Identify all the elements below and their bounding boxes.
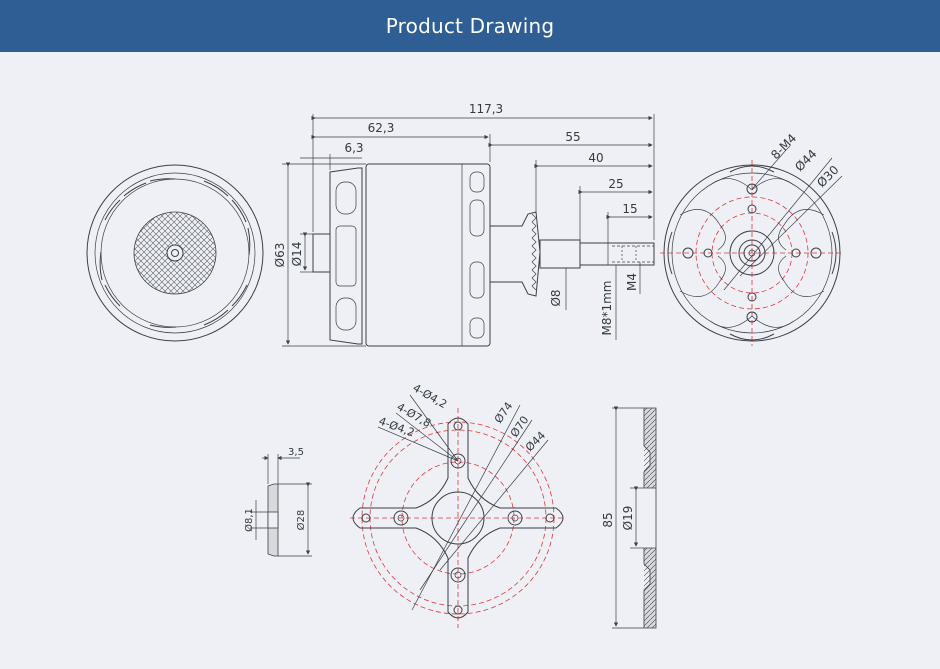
x-mount-holes: [361, 421, 555, 615]
dim-collet-outer: Ø28: [295, 510, 307, 531]
dim-body-diameter: Ø63: [273, 243, 287, 268]
technical-drawing: 117,3 62,3 6,3 55 40 25 15 Ø63: [0, 52, 940, 665]
dim-mount-height: 85: [601, 512, 615, 527]
dim-body-length: 62,3: [368, 121, 395, 135]
page-title: Product Drawing: [385, 14, 555, 38]
header-banner: Product Drawing: [0, 0, 940, 52]
rear-cooling-slots: [99, 178, 251, 328]
dim-15: 15: [622, 202, 637, 216]
dim-thread: M8*1mm: [600, 280, 614, 335]
side-dimensions: 117,3 62,3 6,3 55 40 25 15 Ø63: [273, 102, 655, 347]
collet-view: 3,5 Ø8,1 Ø28: [243, 447, 312, 557]
dim-rear-boss: Ø14: [290, 242, 304, 267]
dim-mount-bore: Ø19: [621, 506, 635, 531]
rear-view: [86, 164, 264, 342]
dim-shaft-diameter: Ø8: [549, 289, 563, 306]
dim-collet-inner: Ø8,1: [243, 508, 255, 532]
mount-side-view: 85 Ø19: [601, 406, 657, 629]
dim-overall-length: 117,3: [469, 102, 503, 116]
dim-collet-thickness: 3,5: [288, 447, 304, 458]
label-8-m4: 8-M4: [768, 131, 799, 162]
x-mount-view: 4-Ø4,2 4-Ø7,8 4-Ø4,2 Ø74 Ø70 Ø44: [350, 381, 566, 628]
label-mount-hole-a: 4-Ø4,2: [411, 381, 450, 411]
label-mount-44: Ø44: [523, 429, 548, 454]
label-front-30: Ø30: [814, 163, 841, 190]
label-mount-74: Ø74: [492, 400, 516, 426]
side-view: 117,3 62,3 6,3 55 40 25 15 Ø63: [273, 102, 655, 347]
dim-40: 40: [588, 151, 603, 165]
dim-55: 55: [565, 130, 580, 144]
dim-flange: 6,3: [344, 141, 363, 155]
front-view: 8-M4 Ø44 Ø30: [660, 131, 844, 346]
dim-m4: M4: [625, 273, 639, 291]
dim-25: 25: [608, 177, 623, 191]
front-mount-holes: [682, 183, 822, 323]
label-front-44: Ø44: [792, 147, 819, 174]
